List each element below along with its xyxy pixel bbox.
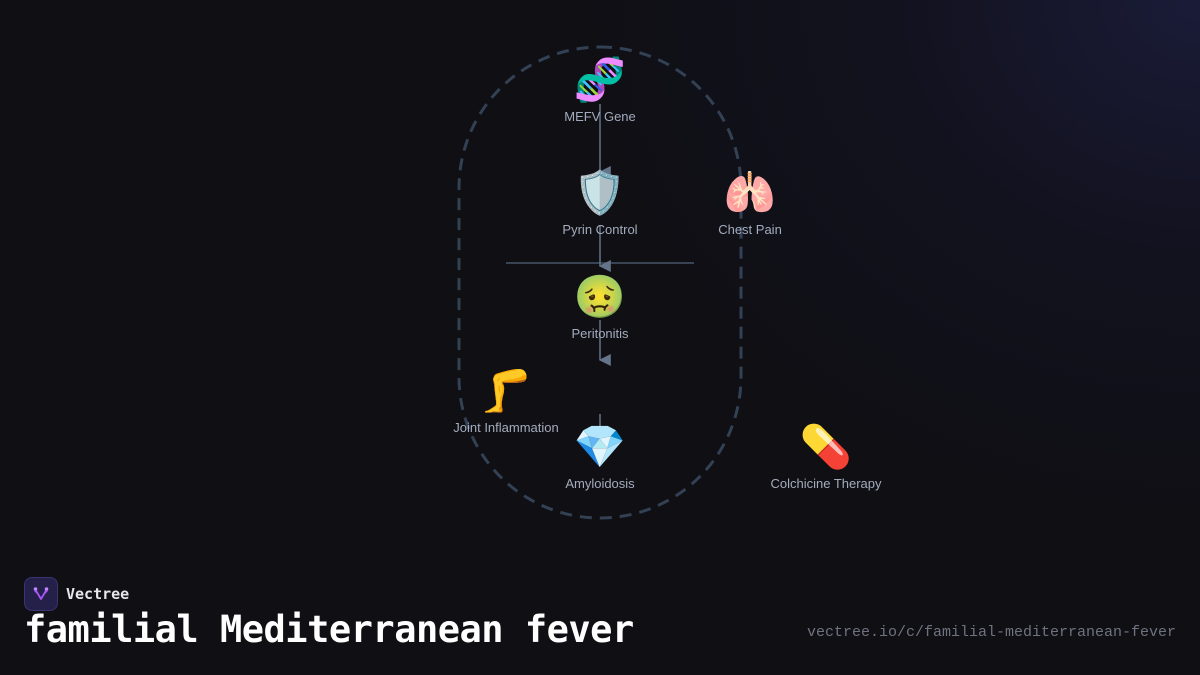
node-chest-pain[interactable]: 🫁 Chest Pain	[718, 168, 782, 237]
brand-name: Vectree	[66, 585, 130, 603]
node-label: Joint Inflammation	[453, 420, 559, 435]
node-peritonitis[interactable]: 🤢 Peritonitis	[571, 272, 628, 341]
node-mefv-gene[interactable]: 🧬 MEFV Gene	[564, 55, 636, 124]
node-colchicine-therapy[interactable]: 💊 Colchicine Therapy	[770, 422, 881, 491]
node-label: MEFV Gene	[564, 109, 636, 124]
node-label: Pyrin Control	[562, 222, 638, 237]
gem-icon: 💎	[573, 423, 627, 470]
vectree-logo-icon	[24, 577, 58, 611]
shield-icon: 🛡️	[573, 169, 627, 216]
group-boundary	[457, 45, 743, 520]
node-pyrin-control[interactable]: 🛡️ Pyrin Control	[562, 168, 637, 237]
dna-icon: 🧬	[573, 56, 627, 103]
page-url[interactable]: vectree.io/c/familial-mediterranean-feve…	[806, 624, 1176, 641]
node-joint-inflammation[interactable]: 🦵 Joint Inflammation	[453, 366, 559, 435]
brand: Vectree	[24, 577, 129, 611]
pill-icon: 💊	[799, 423, 853, 470]
leg-icon: 🦵	[479, 367, 533, 414]
nauseated-face-icon: 🤢	[573, 273, 627, 320]
node-label: Chest Pain	[718, 222, 782, 237]
page-title: familial Mediterranean fever	[24, 608, 634, 651]
node-amyloidosis[interactable]: 💎 Amyloidosis	[565, 422, 634, 491]
node-label: Amyloidosis	[565, 476, 635, 491]
node-label: Colchicine Therapy	[770, 476, 882, 491]
node-label: Peritonitis	[571, 326, 629, 341]
lungs-icon: 🫁	[723, 169, 777, 216]
